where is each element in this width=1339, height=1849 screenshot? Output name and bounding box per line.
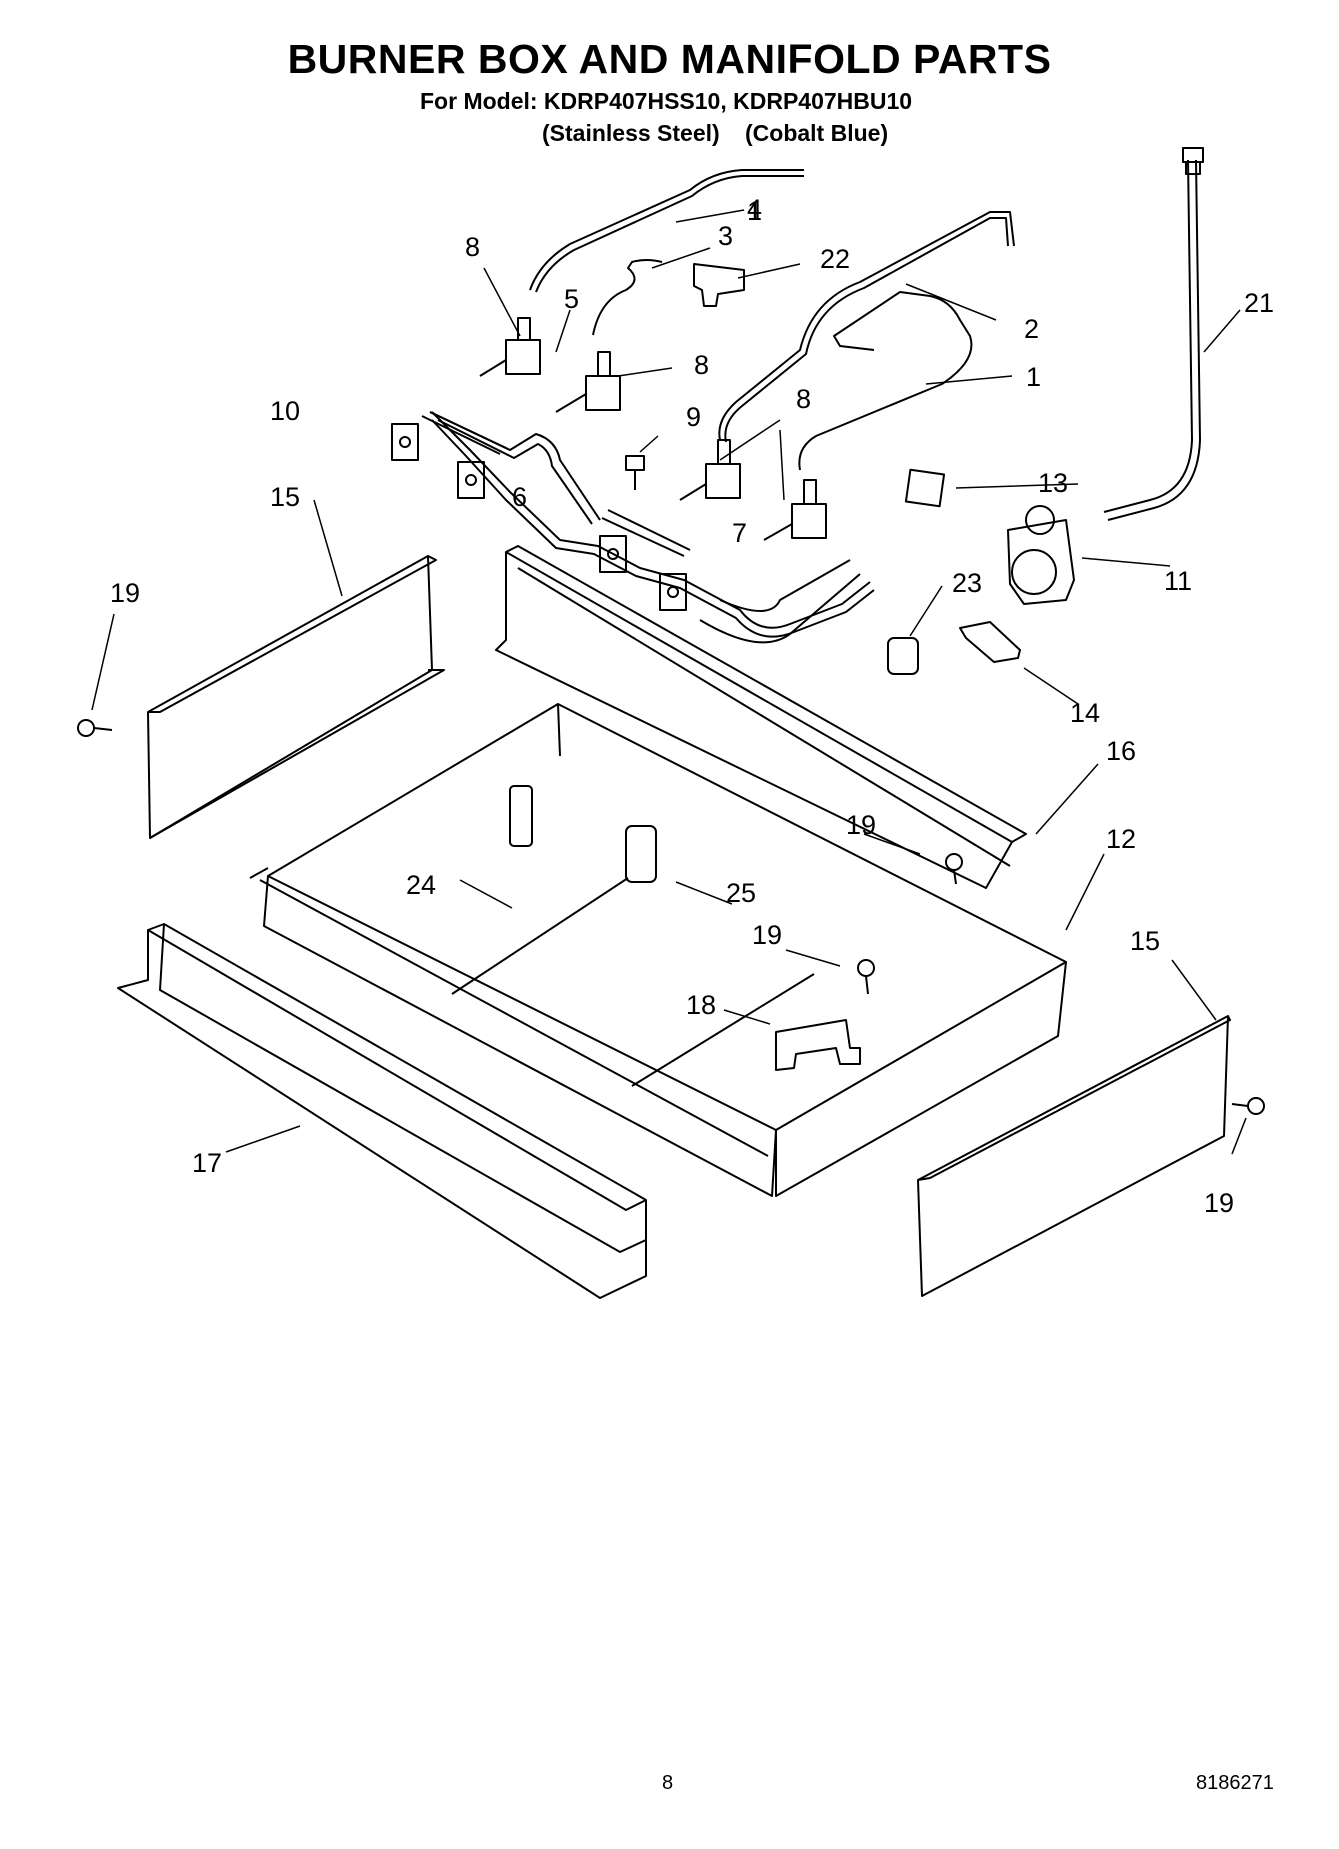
page-title: BURNER BOX AND MANIFOLD PARTS — [287, 36, 1052, 82]
variant-stainless: (Stainless Steel) — [542, 120, 720, 146]
callout-7: 7 — [732, 518, 748, 548]
callout-24: 24 — [406, 870, 437, 900]
tube-1 — [798, 291, 973, 471]
callout-3: 3 — [718, 221, 734, 251]
tube-2 — [718, 211, 1015, 441]
bracket-14 — [959, 621, 1021, 663]
callout-18: 18 — [686, 990, 717, 1020]
callout-13: 13 — [1038, 468, 1069, 498]
callout-8: 8 — [694, 350, 710, 380]
burner-box-12 — [267, 703, 1067, 1131]
callout-15: 15 — [270, 482, 301, 512]
bracket-10-group — [391, 423, 687, 611]
callout-22: 22 — [820, 244, 851, 274]
tube-21 — [1103, 159, 1193, 513]
model-line: For Model: KDRP407HSS10, KDRP407HBU10 — [420, 88, 913, 114]
callout-19: 19 — [752, 920, 783, 950]
callout-12: 12 — [1106, 824, 1137, 854]
side-panel-15-left — [147, 555, 433, 839]
tube-3 — [592, 259, 663, 336]
callout-2: 2 — [1024, 314, 1040, 344]
callout-8: 8 — [796, 384, 812, 414]
part-23 — [887, 637, 919, 675]
part-13 — [904, 468, 946, 508]
callout-16: 16 — [1106, 736, 1137, 766]
callout-8: 8 — [465, 232, 481, 262]
callout-9: 9 — [686, 402, 702, 432]
callout-5: 5 — [564, 284, 580, 314]
part-25 — [625, 825, 657, 883]
callout-10: 10 — [270, 396, 301, 426]
callout-4: 4 — [747, 194, 763, 224]
callout-15: 15 — [1130, 926, 1161, 956]
callout-19: 19 — [110, 578, 141, 608]
part-9 — [625, 455, 645, 471]
regulator-11 — [1007, 505, 1075, 605]
bar-7 — [429, 411, 691, 551]
callout-17: 17 — [192, 1148, 223, 1178]
page-number: 8 — [662, 1772, 674, 1794]
rear-channel-16 — [505, 545, 1027, 843]
side-panel-15-right — [917, 1015, 1229, 1297]
callout-21: 21 — [1244, 288, 1275, 318]
screw-19-group — [77, 719, 1265, 1115]
valve-8-group — [479, 317, 827, 541]
part-24 — [509, 785, 533, 847]
tube-4 — [529, 169, 804, 291]
manifold-6 — [431, 411, 871, 629]
wire-harness — [699, 559, 861, 644]
callout-25: 25 — [726, 878, 757, 908]
callout-4: 1 — [747, 196, 763, 226]
callout-6: 6 — [512, 482, 528, 512]
callout-23: 23 — [952, 568, 983, 598]
bracket-18 — [775, 1019, 861, 1071]
callout-11: 11 — [1164, 566, 1193, 596]
callout-14: 14 — [1070, 698, 1101, 728]
variant-cobalt: (Cobalt Blue) — [745, 120, 889, 146]
callout-19: 19 — [1204, 1188, 1235, 1218]
callout-19: 19 — [846, 810, 877, 840]
callout-1: 1 — [1026, 362, 1042, 392]
document-number: 8186271 — [1196, 1772, 1274, 1794]
part-22 — [693, 263, 745, 307]
leader-lines — [91, 209, 1247, 1155]
